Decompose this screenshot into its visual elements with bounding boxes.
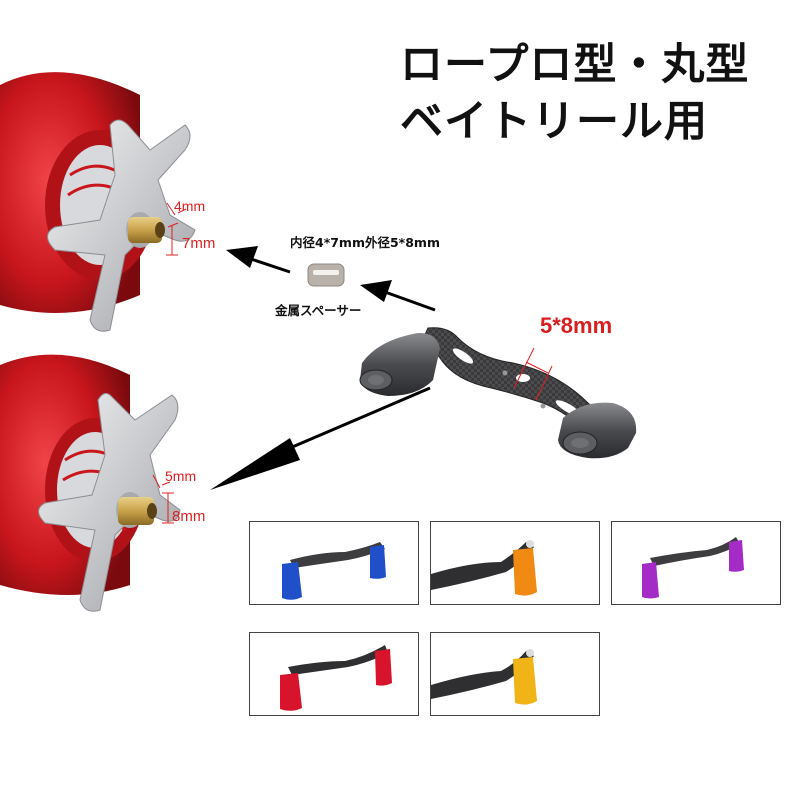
variant-thumb-red[interactable] [249,632,419,716]
title-line-1: ロープロ型・丸型 [400,40,750,90]
reel-top-dim-b: 7mm [182,235,216,252]
reel-bottom-dim-b: 8mm [172,508,206,525]
reel-image-top [0,55,200,345]
spacer-label: 金属スペーサー [275,303,362,318]
arrow-to-spacer-icon [360,280,436,312]
handle-dim-label: 5*8mm [540,313,613,338]
metal-spacer-image [307,262,345,288]
reel-image-bottom [0,345,200,620]
reel-bottom-dim-a: 5mm [165,468,197,484]
variant-thumb-purple[interactable] [611,521,781,605]
variant-thumb-orange[interactable] [430,521,600,605]
spacer-spec-label: 内径4*7mm外径5*8mm [290,235,440,250]
reel-top-dim-a: 4mm [174,198,206,214]
carbon-handle-image [348,318,648,463]
title-line-2: ベイトリール用 [400,97,708,147]
variant-thumb-gold[interactable] [430,632,600,716]
variant-thumb-blue[interactable] [249,521,419,605]
arrow-to-top-reel-icon [226,246,291,274]
